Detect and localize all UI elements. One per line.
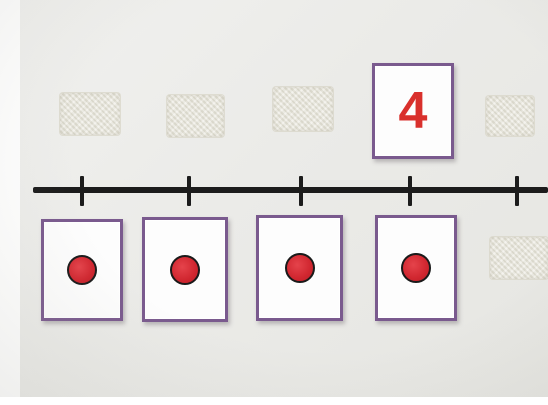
dot-card-2-dot <box>170 254 200 285</box>
number-line-tick-3 <box>299 176 303 206</box>
number-line-tick-4 <box>408 176 412 206</box>
velcro-patch-top-2 <box>167 95 224 137</box>
photo-bottom-margin <box>0 397 548 405</box>
number-line-tick-5 <box>515 176 519 206</box>
dot-card-3-dot <box>284 253 315 283</box>
velcro-patch-top-1 <box>60 93 120 135</box>
dot-card-3[interactable] <box>256 215 343 321</box>
dot-card-4[interactable] <box>375 215 457 321</box>
velcro-patch-bottom-5 <box>490 237 548 279</box>
dot-card-1[interactable] <box>41 219 123 321</box>
number-line <box>33 187 548 193</box>
dot-card-2[interactable] <box>142 217 228 322</box>
velcro-patch-top-5 <box>486 96 534 136</box>
number-card-numeral: 4 <box>398 82 428 140</box>
number-card[interactable]: 4 <box>372 63 454 159</box>
number-line-tick-1 <box>80 176 84 206</box>
number-line-tick-2 <box>187 176 191 206</box>
dot-card-4-dot <box>401 253 431 283</box>
photo-left-margin <box>0 0 20 405</box>
dot-card-1-dot <box>67 255 97 285</box>
velcro-patch-top-3 <box>273 87 333 131</box>
